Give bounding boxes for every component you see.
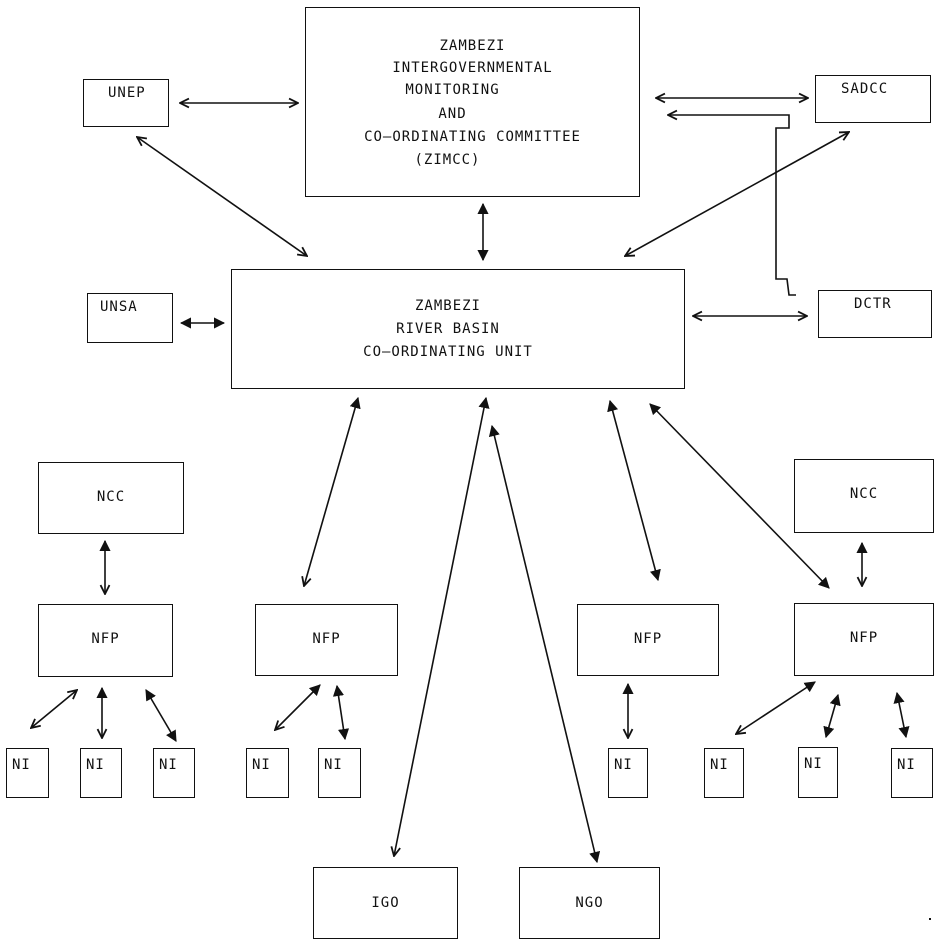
- edge-dctr-zimcc: [668, 115, 796, 296]
- edge-nfp4-ni9: [893, 691, 910, 739]
- edge-nfp4-ni8: [823, 693, 841, 739]
- ni-box-9: NI: [891, 748, 933, 798]
- dctr-box: DCTR: [818, 290, 932, 338]
- zrbcu-line-2: RIVER BASIN: [396, 321, 500, 337]
- edge-zrbcu-nfp4: [649, 403, 830, 589]
- ncc-right-label: NCC: [849, 486, 879, 502]
- ni-label-2: NI: [86, 757, 105, 773]
- ni-box-5: NI: [318, 748, 361, 798]
- nfp-3-label: NFP: [633, 631, 663, 647]
- ni-box-7: NI: [704, 748, 744, 798]
- ncc-right-box: NCC: [794, 459, 934, 533]
- edge-zrbcu-nfp3: [607, 399, 661, 582]
- nfp-2-box: NFP: [255, 604, 398, 676]
- edge-nfp4-ni7: [736, 681, 815, 734]
- zrbcu-line-3: CO—ORDINATING UNIT: [363, 344, 533, 360]
- zimcc-line-4: AND: [438, 106, 467, 122]
- ni-box-4: NI: [246, 748, 289, 798]
- unep-label: UNEP: [108, 85, 146, 101]
- ncc-left-box: NCC: [38, 462, 184, 534]
- edge-nfp1-ni3: [145, 689, 177, 742]
- unep-box: UNEP: [83, 79, 169, 127]
- ni-box-6: NI: [608, 748, 648, 798]
- nfp-3-box: NFP: [577, 604, 719, 676]
- ni-box-1: NI: [6, 748, 49, 798]
- ni-label-3: NI: [159, 757, 178, 773]
- edge-unep-zrbcu: [137, 137, 307, 256]
- nfp-2-label: NFP: [312, 631, 341, 647]
- ni-label-8: NI: [804, 756, 823, 772]
- ni-label-5: NI: [324, 757, 343, 773]
- ni-label-7: NI: [710, 757, 729, 773]
- zimcc-line-1: ZAMBEZI: [439, 38, 506, 54]
- unsa-box: UNSA: [87, 293, 173, 343]
- sadcc-label: SADCC: [841, 81, 889, 97]
- unsa-label: UNSA: [100, 299, 138, 315]
- edge-zrbcu-igo: [394, 398, 486, 856]
- dctr-label: DCTR: [854, 296, 892, 312]
- nfp-4-label: NFP: [849, 630, 879, 646]
- ni-label-6: NI: [614, 757, 633, 773]
- edge-nfp1-ni1: [31, 690, 77, 728]
- ngo-box: NGO: [519, 867, 660, 939]
- edge-nfp2-ni4: [275, 685, 320, 730]
- igo-label: IGO: [371, 895, 400, 911]
- scan-speck: [929, 918, 931, 920]
- nfp-1-label: NFP: [91, 631, 120, 647]
- nfp-4-box: NFP: [794, 603, 934, 676]
- edge-sadcc-zrbcu: [625, 132, 849, 256]
- ni-box-2: NI: [80, 748, 122, 798]
- zimcc-box: ZAMBEZI INTERGOVERNMENTAL MONITORING AND…: [305, 7, 640, 197]
- ncc-left-label: NCC: [96, 489, 126, 505]
- ni-box-8: NI: [798, 747, 838, 798]
- edge-zrbcu-nfp2: [304, 398, 358, 586]
- ni-label-4: NI: [252, 757, 271, 773]
- zimcc-line-2: INTERGOVERNMENTAL: [392, 60, 553, 76]
- edge-nfp2-ni5: [332, 684, 350, 741]
- zrbcu-line-1: ZAMBEZI: [414, 298, 481, 314]
- ni-label-9: NI: [897, 757, 916, 773]
- edge-zrbcu-ngo: [488, 424, 601, 864]
- zimcc-line-5: CO—ORDINATING COMMITTEE: [364, 129, 581, 145]
- zimcc-line-3: MONITORING: [405, 82, 500, 98]
- zimcc-line-6: (ZIMCC): [414, 152, 481, 168]
- sadcc-box: SADCC: [815, 75, 931, 123]
- nfp-1-box: NFP: [38, 604, 173, 677]
- zrbcu-box: ZAMBEZI RIVER BASIN CO—ORDINATING UNIT: [231, 269, 685, 389]
- ni-box-3: NI: [153, 748, 195, 798]
- ngo-label: NGO: [575, 895, 604, 911]
- igo-box: IGO: [313, 867, 458, 939]
- ni-label-1: NI: [12, 757, 31, 773]
